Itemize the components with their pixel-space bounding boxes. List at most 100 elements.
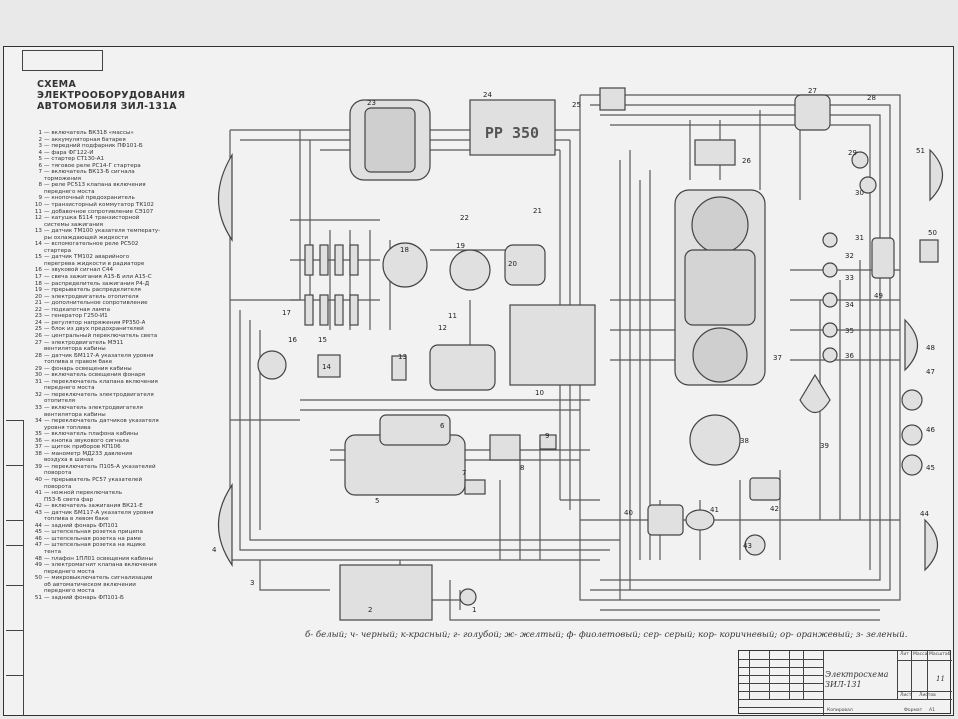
legend-item-number: 40 xyxy=(34,476,42,483)
transistor-switch-10 xyxy=(509,304,596,386)
label-25: 25 xyxy=(572,101,581,109)
legend-item-text: — тяговое реле РС14-Г стартера xyxy=(44,162,141,169)
legend-item-text: топлива в левом баке xyxy=(44,516,109,523)
legend-item: 12— катушка Б114 транзисторной xyxy=(33,215,208,222)
legend-item-number: 39 xyxy=(34,463,42,470)
label-37: 37 xyxy=(773,354,782,362)
legend-item-text: торможения xyxy=(44,175,82,182)
legend-item-text: — задний фонарь ФП101-Б xyxy=(44,594,124,601)
legend-item: перегрева жидкости в радиаторе xyxy=(33,261,208,268)
legend-item: воздуха в шинах xyxy=(33,457,208,464)
legend-item-text: — фара ФГ122-И xyxy=(44,149,94,156)
socket-45 xyxy=(901,454,923,476)
legend-item-text: — задний фонарь ФП101 xyxy=(44,522,118,529)
legend-item: 27— электродвигатель МЭ11 xyxy=(33,340,208,347)
label-5: 5 xyxy=(375,497,379,505)
legend-item: 4— фара ФГ122-И xyxy=(33,150,208,157)
legend-item-text: вентилятора кабины xyxy=(44,411,106,418)
stamp-title-line-1: Электросхема xyxy=(825,670,889,679)
legend-item-number: 8 xyxy=(38,182,42,189)
legend-item: 2— аккумуляторная батарея xyxy=(33,137,208,144)
title-line-2: ЭЛЕКТРООБОРУДОВАНИЯ xyxy=(37,90,186,101)
legend-item: 3— передний подфарник ПФ101-Б xyxy=(33,143,208,150)
label-8: 8 xyxy=(520,464,524,472)
legend-item: 28— датчик БМ117-А указателя уровня xyxy=(33,353,208,360)
legend-item-text: — центральный переключатель света xyxy=(44,332,158,339)
legend-item: 40— прерыватель РС57 указателей xyxy=(33,477,208,484)
label-42: 42 xyxy=(770,505,779,513)
fuse-block-25 xyxy=(599,87,626,111)
label-38: 38 xyxy=(740,437,749,445)
component-legend: 1— включатель ВК318 «массы»2— аккумулято… xyxy=(33,130,208,601)
solenoid-49 xyxy=(871,237,895,279)
legend-item: 50— микровыключатель сигнализации xyxy=(33,575,208,582)
ignition-switch-42 xyxy=(749,477,781,501)
stamp-cell-lit: Лит xyxy=(900,652,909,657)
legend-item: системы зажигания xyxy=(33,222,208,229)
fan-motor-27 xyxy=(794,94,831,131)
legend-item-number: 11 xyxy=(34,208,42,215)
switch-35 xyxy=(822,322,838,338)
legend-item-text: — блок из двух предохранителей xyxy=(44,326,144,333)
legend-item-text: — электродвигатель МЭ11 xyxy=(44,339,124,346)
legend-item-number: 43 xyxy=(34,509,42,516)
legend-item-number: 23 xyxy=(34,313,42,320)
legend-item-number: 35 xyxy=(34,431,42,438)
legend-item-text: — включатель зажигания ВК21-Е xyxy=(44,503,143,510)
label-26: 26 xyxy=(742,157,751,165)
foot-switch-41 xyxy=(685,509,715,531)
legend-item: стартера xyxy=(33,248,208,255)
harness-cab-loop xyxy=(579,94,901,601)
title-stamp: Электросхема ЗИЛ-131 Лит Масса Масштаб 1… xyxy=(738,650,952,715)
legend-item-number: 32 xyxy=(34,391,42,398)
label-29: 29 xyxy=(848,149,857,157)
legend-item: 45— штепсельная розетка прицепа xyxy=(33,529,208,536)
legend-item-number: 41 xyxy=(34,490,42,497)
legend-item: переднего моста xyxy=(33,569,208,576)
legend-item: 6— тяговое реле РС14-Г стартера xyxy=(33,163,208,170)
legend-item: 31— переключатель клапана включения xyxy=(33,379,208,386)
legend-item-number: 38 xyxy=(34,450,42,457)
legend-item-text: — подкапотная лампа xyxy=(44,306,110,313)
voltage-regulator-24 xyxy=(469,99,556,156)
legend-item-number: 29 xyxy=(34,365,42,372)
legend-item-number: 24 xyxy=(34,319,42,326)
label-27: 27 xyxy=(808,87,817,95)
legend-item-number: 17 xyxy=(34,274,42,281)
legend-item: 51— задний фонарь ФП101-Б xyxy=(33,595,208,602)
legend-item-text: — прерыватель РС57 указателей xyxy=(44,476,143,483)
switch-36 xyxy=(822,347,838,363)
label-7: 7 xyxy=(462,469,466,477)
label-30: 30 xyxy=(855,189,864,197)
label-46: 46 xyxy=(926,426,935,434)
label-4: 4 xyxy=(212,546,217,554)
legend-item-number: 21 xyxy=(34,300,42,307)
legend-item-text: — реле РС513 клапана включения xyxy=(44,182,146,189)
legend-item: топлива в левом баке xyxy=(33,516,208,523)
label-2: 2 xyxy=(368,606,372,614)
legend-item-text: — штепсельная розетка на раме xyxy=(44,535,142,542)
legend-item-text: — переключатель электродвигателя xyxy=(44,391,154,398)
legend-item-text: — передний подфарник ПФ101-Б xyxy=(44,143,143,150)
horn-16 xyxy=(257,350,287,380)
stamp-cell-mass: Масса xyxy=(913,652,928,657)
legend-item-number: 42 xyxy=(34,503,42,510)
legend-item-number: 37 xyxy=(34,444,42,451)
label-13: 13 xyxy=(398,353,407,361)
legend-item-text: — плафон 1ПЛ01 освещения кабины xyxy=(44,555,153,562)
legend-item: 18— распределитель зажигания Р4-Д xyxy=(33,281,208,288)
legend-item: 16— звуковой сигнал С44 xyxy=(33,267,208,274)
ignition-coil-12 xyxy=(429,344,496,391)
legend-item-number: 48 xyxy=(34,555,42,562)
legend-item-number: 50 xyxy=(34,575,42,582)
rear-light-44 xyxy=(924,518,939,572)
legend-item: 26— центральный переключатель света xyxy=(33,333,208,340)
legend-item-text: топлива в правом баке xyxy=(44,359,113,366)
stamp-cell-scale: Масштаб xyxy=(929,652,951,657)
legend-item: 46— штепсельная розетка на раме xyxy=(33,536,208,543)
legend-item-text: — штепсельная розетка на ящике xyxy=(44,542,146,549)
legend-item-text: — переключатель П105-А указателей xyxy=(44,463,156,470)
legend-item-text: — ножной переключатель xyxy=(44,490,123,497)
legend-item-text: — электродвигатель отопителя xyxy=(44,293,139,300)
label-44: 44 xyxy=(920,510,929,518)
